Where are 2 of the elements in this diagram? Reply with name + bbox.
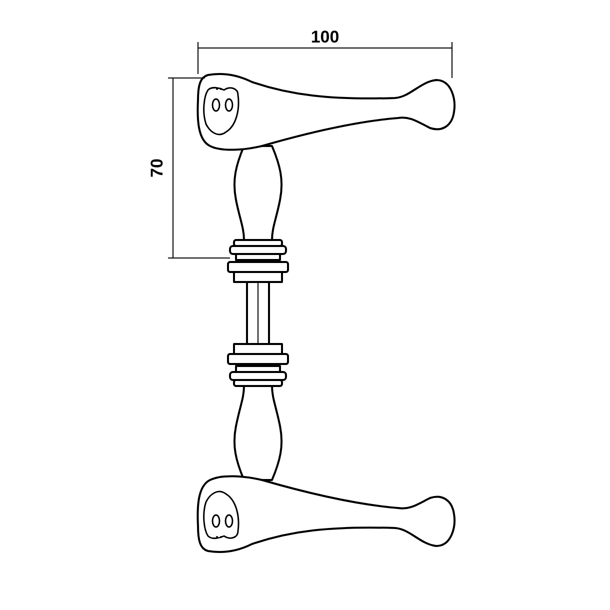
dimension-label: 70 bbox=[148, 158, 166, 178]
dimension-label: 100 bbox=[310, 28, 340, 46]
